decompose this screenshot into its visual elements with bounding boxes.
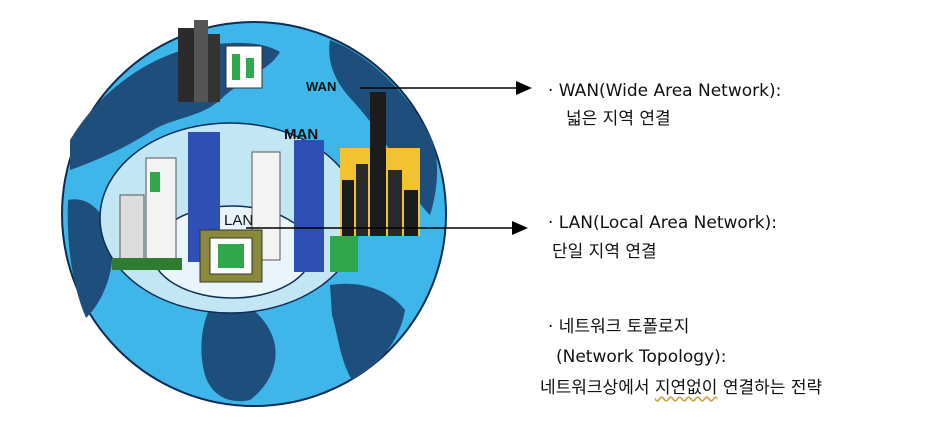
wan-arrow xyxy=(360,81,532,95)
wan-definition-desc: 넓은 지역 연결 xyxy=(566,109,671,129)
spellcheck-underlined-word: 지연없이 xyxy=(654,378,718,398)
topology-description: 네트워크상에서 지연없이 연결하는 전략 xyxy=(540,377,822,399)
wan-buildings xyxy=(178,20,263,102)
man-label: MAN xyxy=(284,126,319,143)
wan-label: WAN xyxy=(306,79,337,94)
wan-definition-title: · WAN(Wide Area Network): xyxy=(548,81,782,101)
city-skyline xyxy=(340,92,420,236)
lan-definition-title: · LAN(Local Area Network): xyxy=(548,213,777,233)
lan-arrow xyxy=(246,221,528,235)
topology-desc-post: 연결하는 전략 xyxy=(717,378,823,398)
topology-title: · 네트워크 토폴로지 xyxy=(548,317,690,337)
lan-office xyxy=(199,229,263,283)
topology-subtitle: (Network Topology): xyxy=(556,347,727,367)
topology-desc-pre: 네트워크상에서 xyxy=(540,378,655,398)
continent-southeast xyxy=(330,283,405,380)
continent-south xyxy=(201,299,276,402)
lan-label: LAN xyxy=(224,212,254,229)
lan-definition-desc: 단일 지역 연결 xyxy=(552,242,657,262)
